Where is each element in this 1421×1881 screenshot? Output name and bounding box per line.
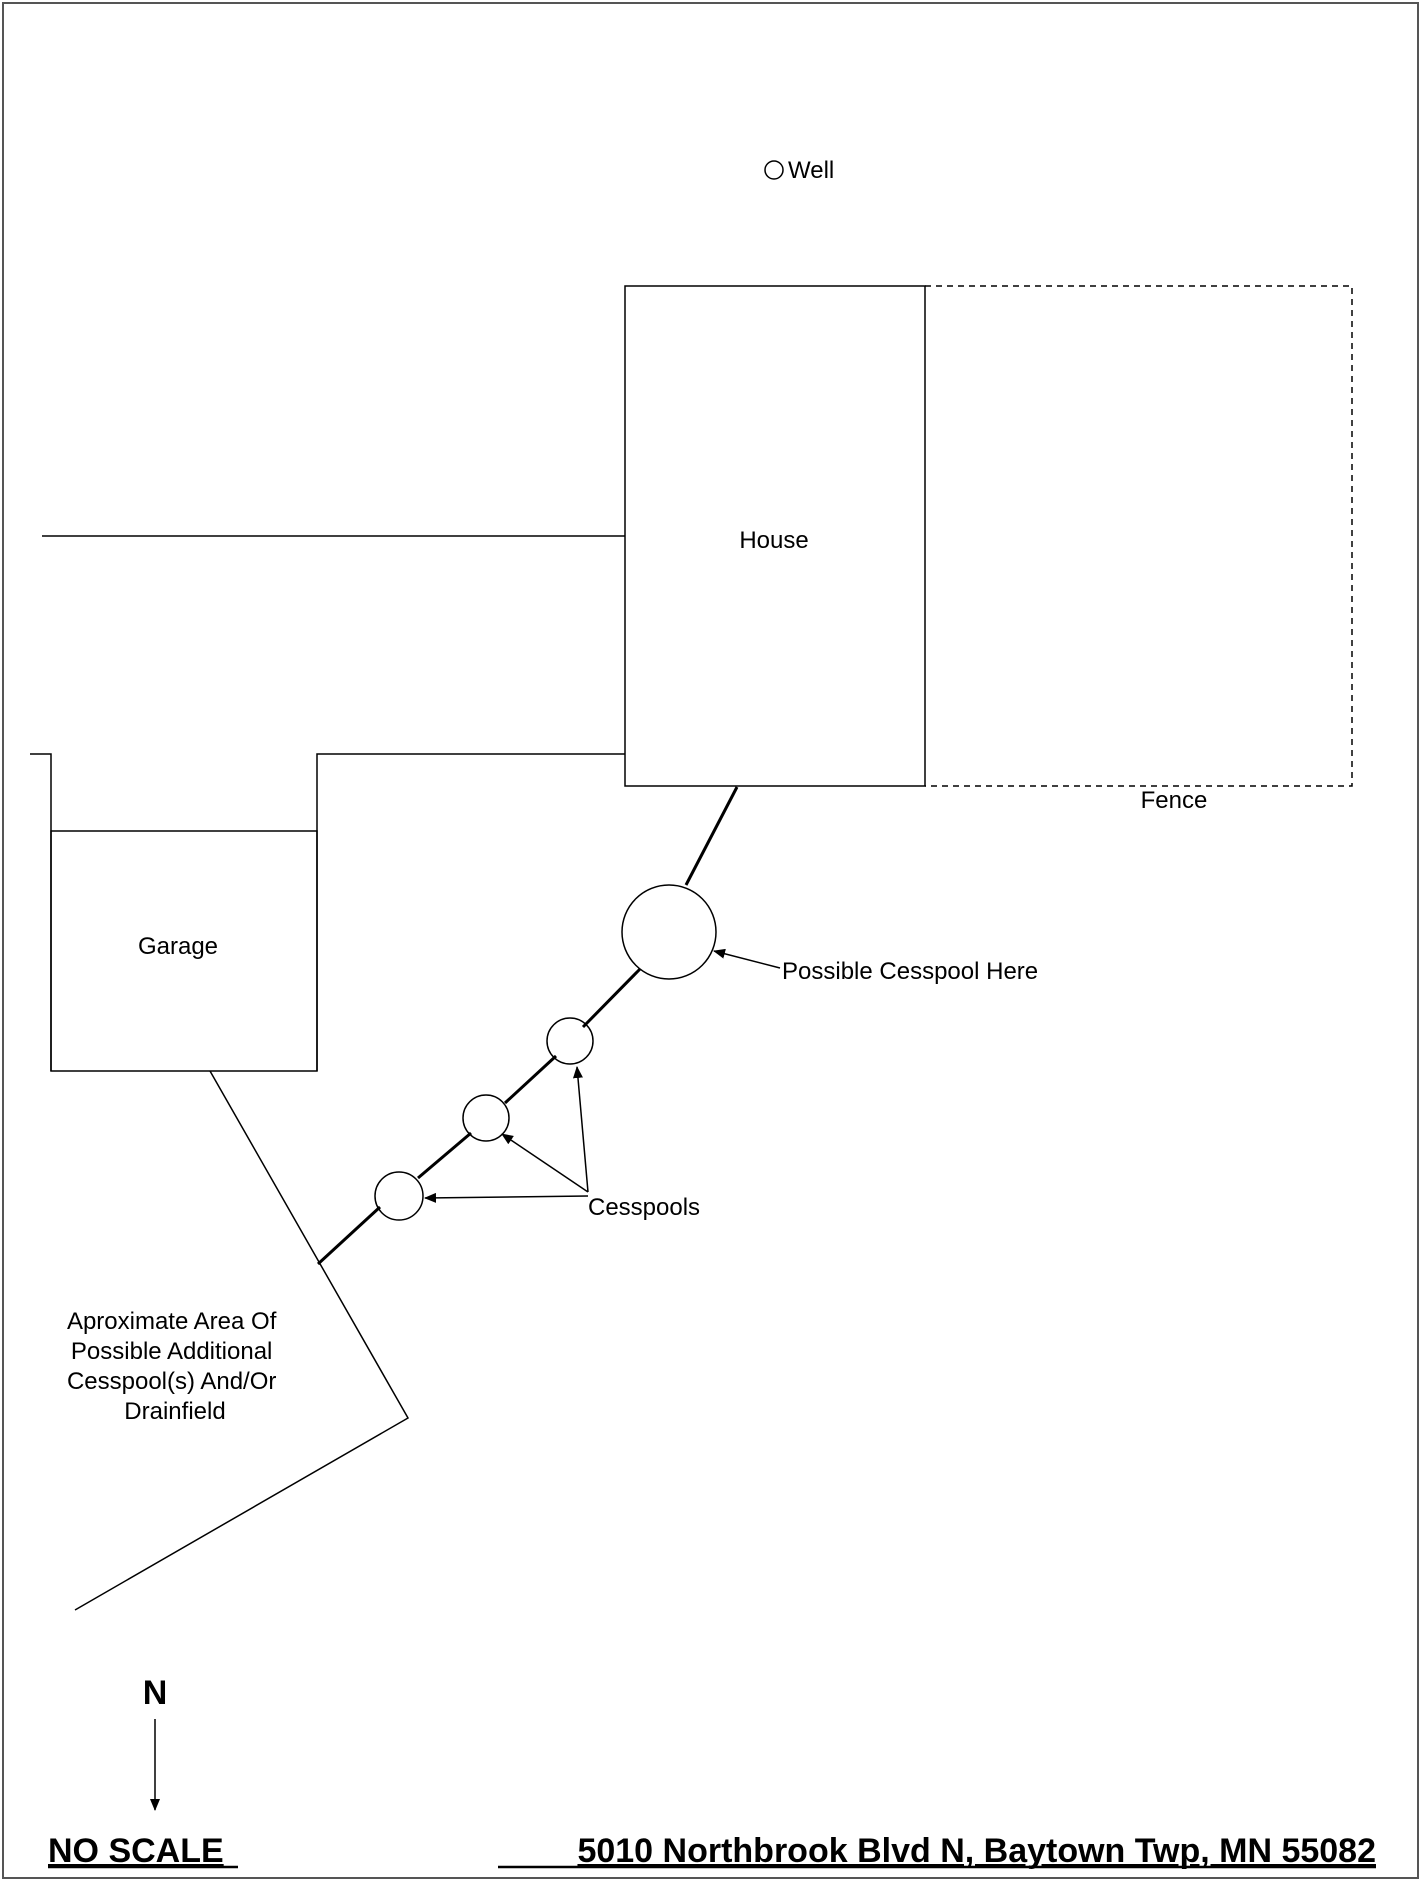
cesspools-label: Cesspools bbox=[588, 1194, 700, 1221]
well-symbol bbox=[764, 160, 784, 180]
sewer-line bbox=[684, 786, 739, 886]
drainfield-area-outline bbox=[74, 1070, 410, 1611]
possible-cesspool-arrow bbox=[713, 948, 781, 969]
cesspool-arrow bbox=[501, 1133, 589, 1193]
garage-outline bbox=[50, 830, 318, 1072]
sewer-line bbox=[316, 1205, 382, 1266]
sewer-line bbox=[581, 967, 642, 1029]
cesspool-circle bbox=[546, 1017, 594, 1065]
area-note-line: Aproximate Area Of bbox=[67, 1308, 277, 1335]
cesspool-arrow bbox=[424, 1192, 589, 1203]
garage-label: Garage bbox=[138, 933, 218, 960]
possible-cesspool-label: Possible Cesspool Here bbox=[782, 958, 1038, 985]
fence-label: Fence bbox=[1141, 787, 1208, 814]
address-label: 5010 Northbrook Blvd N, Baytown Twp, MN … bbox=[577, 1832, 1376, 1870]
sewer-line bbox=[503, 1054, 558, 1105]
sewer-line bbox=[417, 1131, 472, 1180]
cesspool-circle bbox=[374, 1171, 424, 1221]
well-label: Well bbox=[788, 157, 834, 184]
area-note: Aproximate Area Of Possible Additional C… bbox=[67, 1308, 283, 1425]
north-label: N bbox=[143, 1674, 168, 1712]
garage-left-line bbox=[30, 753, 52, 1071]
driveway-line-bottom bbox=[316, 753, 625, 1071]
no-scale-label: NO SCALE bbox=[48, 1832, 224, 1870]
cesspool-arrow bbox=[572, 1066, 589, 1193]
fence-line bbox=[925, 285, 1353, 787]
area-note-line: Drainfield bbox=[124, 1398, 225, 1425]
possible-cesspool-circle bbox=[621, 884, 717, 980]
area-note-line: Possible Additional bbox=[71, 1338, 272, 1365]
cesspool-circle bbox=[462, 1094, 510, 1142]
house-label: House bbox=[739, 527, 808, 554]
area-note-line: Cesspool(s) And/Or bbox=[67, 1368, 276, 1395]
